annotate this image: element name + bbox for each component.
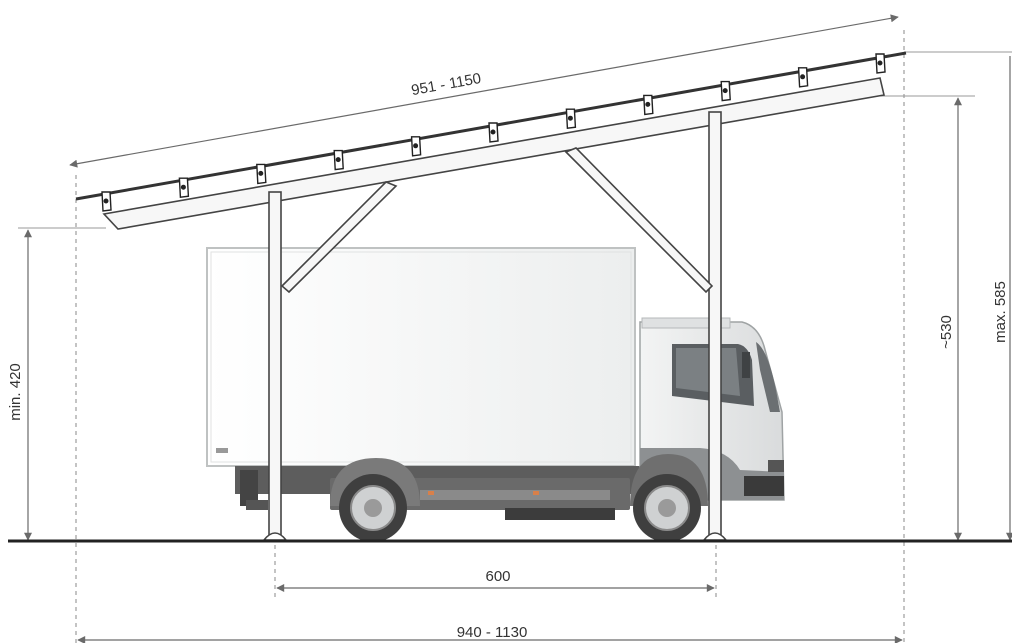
- clamp-bolt: [800, 74, 806, 80]
- panel-clamps: [101, 53, 886, 212]
- roof-length-label: 951 - 1150: [410, 70, 483, 99]
- front-post: [708, 111, 722, 537]
- overall-width-label: 940 - 1130: [457, 624, 528, 641]
- rear-post: [268, 191, 282, 537]
- rafter-beam: [102, 77, 885, 230]
- clamp-bolt: [490, 129, 496, 135]
- truck: [206, 247, 785, 542]
- extension-lines: [75, 30, 905, 643]
- clamp-bolt: [180, 184, 186, 190]
- carport-frame: [75, 51, 907, 541]
- dimension-arrows: [24, 14, 1012, 643]
- roof-length-arrow: [69, 14, 899, 168]
- front-brace: [564, 147, 714, 294]
- clamp-bolt: [413, 143, 419, 149]
- max-height-label: max. 585: [992, 281, 1009, 343]
- min-clearance-label: min. 420: [7, 363, 24, 421]
- rear-wheel: [339, 474, 407, 542]
- clamp-bolt: [722, 88, 728, 94]
- clamp-bolt: [877, 60, 883, 66]
- clamp-bolt: [335, 157, 341, 163]
- post-spacing-label: 600: [485, 568, 510, 585]
- windshield: [756, 342, 780, 412]
- front-height-label: ~530: [938, 315, 955, 349]
- reference-lines: [18, 51, 1012, 229]
- clamp-bolt: [567, 115, 573, 121]
- rear-brace: [280, 181, 398, 294]
- clamp-bolt: [645, 101, 651, 107]
- clamp-bolt: [258, 170, 264, 176]
- front-wheel: [633, 474, 701, 542]
- clamp-bolt: [103, 198, 109, 204]
